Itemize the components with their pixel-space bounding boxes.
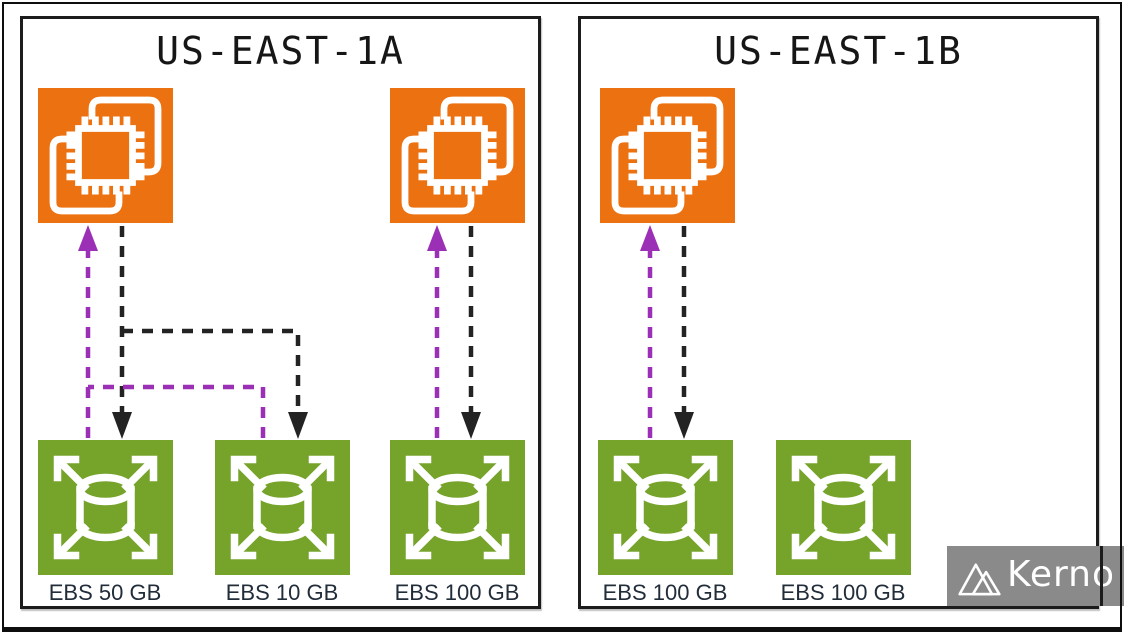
kerno-logo-badge: Kerno	[947, 546, 1124, 606]
ebs-volume-label: EBS 10 GB	[225, 580, 339, 605]
attach-arrowhead-up-icon	[78, 225, 98, 251]
detach-arrowhead-down-icon	[112, 412, 132, 439]
ec2-instance-node	[38, 88, 173, 223]
ebs-volume-node	[215, 440, 350, 575]
ebs-expand-cylinder-icon	[776, 440, 911, 575]
ebs-volume-label: EBS 100 GB	[394, 580, 520, 605]
zone-title-us-east-1b: US-EAST-1B	[714, 29, 963, 73]
attach-arrowhead-up-icon	[427, 225, 447, 251]
detach-arrow-elbow-line	[122, 328, 301, 413]
ec2-chip-icon	[390, 88, 525, 223]
ec2-instance-node	[600, 88, 735, 223]
detach-arrowhead-down-icon	[288, 412, 308, 439]
ebs-volume-node	[776, 440, 911, 575]
ebs-expand-cylinder-icon	[390, 440, 525, 575]
zone-us-east-1a: US-EAST-1A	[20, 16, 541, 609]
attach-arrow-elbow-line	[88, 384, 266, 438]
zone-title-us-east-1a: US-EAST-1A	[156, 29, 405, 73]
ebs-expand-cylinder-icon	[38, 440, 173, 575]
attach-arrowhead-up-icon	[640, 225, 660, 251]
ec2-chip-icon	[600, 88, 735, 223]
ebs-volume-node	[598, 440, 733, 575]
kerno-logo-text: Kerno	[1007, 554, 1115, 595]
ebs-volume-label: EBS 50 GB	[48, 580, 162, 605]
ec2-instance-node	[390, 88, 525, 223]
ec2-chip-icon	[38, 88, 173, 223]
ebs-volume-label: EBS 100 GB	[602, 580, 728, 605]
ebs-volume-node	[38, 440, 173, 575]
ebs-expand-cylinder-icon	[598, 440, 733, 575]
detach-arrowhead-down-icon	[461, 412, 481, 439]
zone-us-east-1b: US-EAST-1B	[578, 16, 1099, 609]
ebs-volume-node	[390, 440, 525, 575]
detach-arrowhead-down-icon	[674, 412, 694, 439]
ebs-volume-label: EBS 100 GB	[780, 580, 906, 605]
kerno-triangles-icon	[956, 554, 1003, 599]
ebs-expand-cylinder-icon	[215, 440, 350, 575]
